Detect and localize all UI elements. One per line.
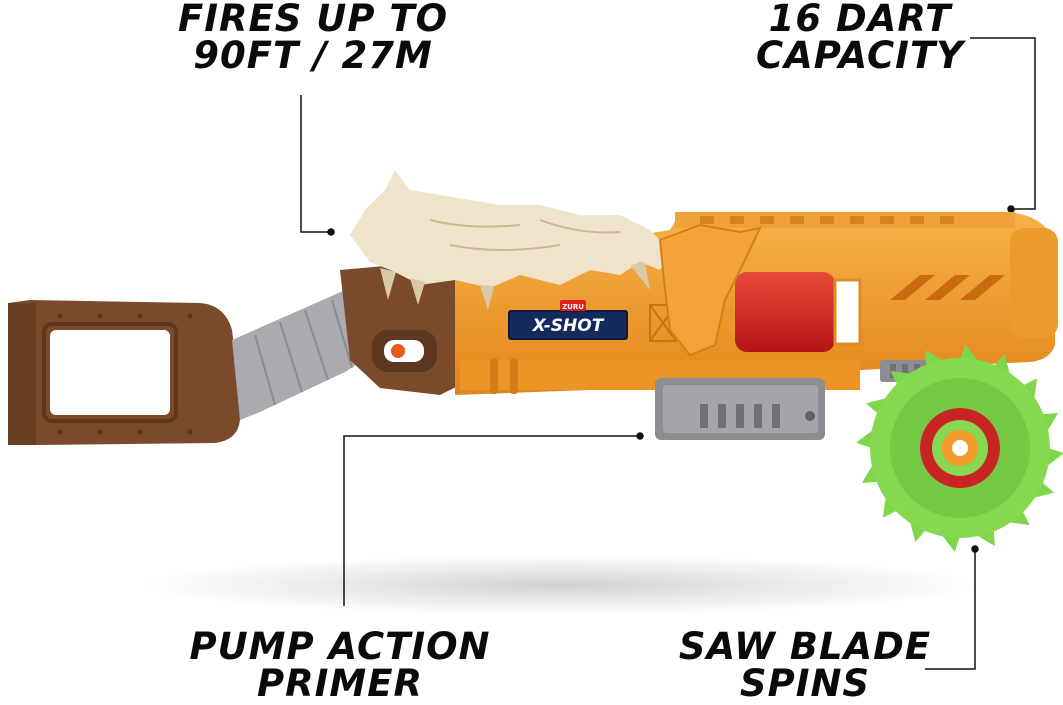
bandage-wrap bbox=[232, 290, 380, 420]
callout-saw-line2: SPINS bbox=[739, 662, 871, 705]
stock bbox=[8, 300, 240, 445]
callout-capacity-line2: CAPACITY bbox=[756, 34, 964, 77]
saw-tooth bbox=[909, 520, 927, 542]
leader-range bbox=[300, 95, 331, 233]
callout-saw-line1: SAW BLADE bbox=[678, 625, 932, 668]
claw-decoration bbox=[658, 223, 762, 357]
saw-tooth bbox=[941, 534, 960, 552]
leader-range-dot bbox=[327, 228, 335, 236]
leader-capacity-dot bbox=[1007, 205, 1015, 213]
xshot-logo-plate: X-SHOT ZURU bbox=[508, 300, 628, 340]
saw-tooth bbox=[993, 354, 1011, 376]
saw-tooth bbox=[882, 495, 898, 518]
leader-saw bbox=[925, 549, 976, 670]
saw-tooth bbox=[866, 397, 888, 415]
leader-pump-dot bbox=[636, 432, 644, 440]
leader-saw-dot bbox=[971, 545, 979, 553]
saw-tooth bbox=[1046, 448, 1063, 467]
saw-blade bbox=[856, 344, 1063, 552]
leader-pump bbox=[343, 435, 640, 606]
callout-pump: PUMP ACTION PRIMER bbox=[175, 628, 505, 702]
callout-capacity: 16 DART CAPACITY bbox=[745, 0, 975, 74]
saw-tooth bbox=[890, 370, 913, 386]
saw-tooth bbox=[1007, 510, 1030, 526]
receiver bbox=[340, 262, 470, 395]
leader-lines bbox=[300, 37, 1036, 670]
saw-tooth bbox=[1032, 481, 1054, 499]
callout-range-line1: FIRES UP TO bbox=[177, 0, 449, 40]
bone-decoration bbox=[350, 170, 670, 310]
floor-shadow bbox=[140, 555, 980, 615]
callout-capacity-line1: 16 DART bbox=[768, 0, 952, 40]
saw-tooth bbox=[960, 344, 979, 362]
callout-range-line2: 90FT / 27M bbox=[193, 34, 433, 77]
leader-capacity bbox=[970, 37, 1036, 210]
dart-drum bbox=[735, 272, 862, 352]
saw-tooth bbox=[1022, 378, 1038, 401]
callout-range: FIRES UP TO 90FT / 27M bbox=[168, 0, 458, 74]
callout-pump-line1: PUMP ACTION bbox=[189, 625, 491, 668]
callout-saw: SAW BLADE SPINS bbox=[670, 628, 940, 702]
saw-tooth bbox=[856, 429, 874, 448]
zuru-logo-text: ZURU bbox=[562, 303, 584, 311]
pump-grip bbox=[655, 378, 825, 440]
callout-pump-line2: PRIMER bbox=[257, 662, 423, 705]
xshot-logo-text: X-SHOT bbox=[532, 316, 605, 336]
